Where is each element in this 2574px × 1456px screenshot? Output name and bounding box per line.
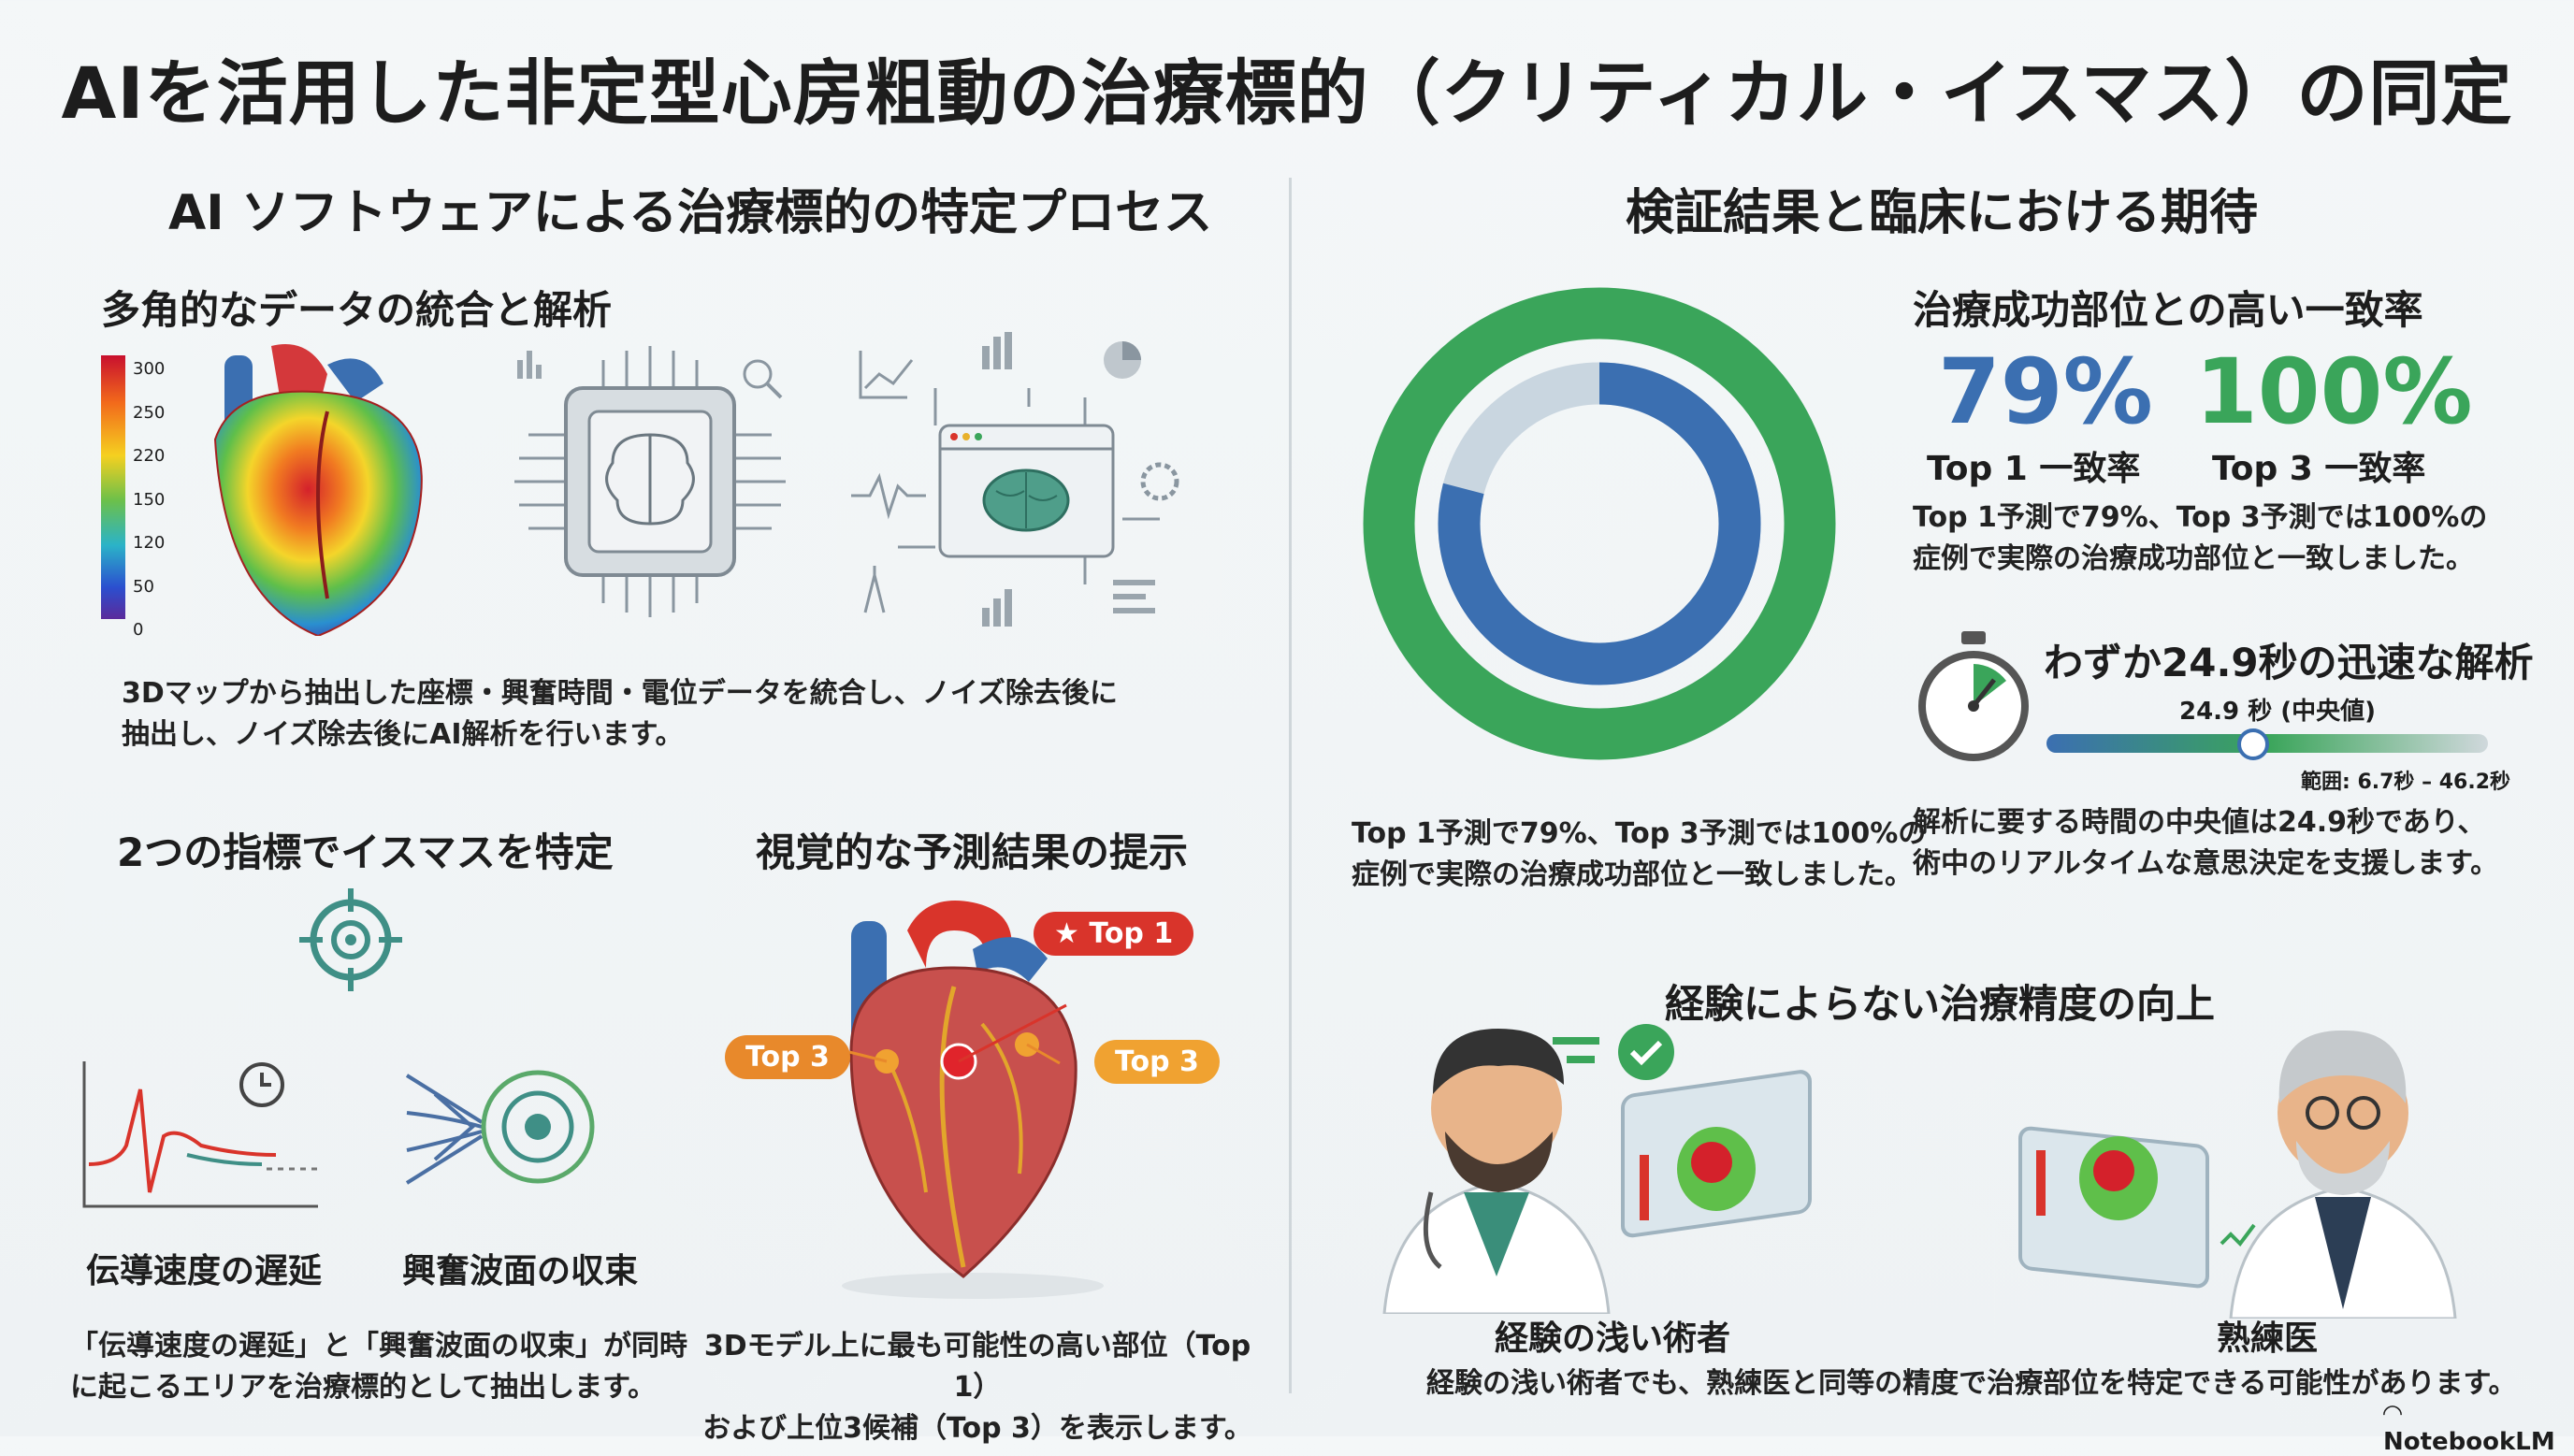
indicators-text: 「伝導速度の遅延」と「興奮波面の収束」が同時 に起こるエリアを治療標的として抽出… bbox=[70, 1330, 687, 1404]
median-label: 24.9 秒 (中央値) bbox=[2179, 698, 2377, 726]
color-scale-ticks: 300 250 220 150 120 50 0 bbox=[133, 359, 166, 640]
prediction-text: 3Dモデル上に最も可能性の高い部位（Top 1） および上位3候補（Top 3）… bbox=[702, 1330, 1252, 1445]
concordance-text: Top 1予測で79%、Top 3予測では100%の 症例で実際の治療成功部位と… bbox=[1913, 501, 2488, 575]
wavefront-convergence-icon bbox=[405, 1070, 595, 1185]
donut-top3-ring bbox=[1363, 287, 1836, 760]
heatmap-heart-illustration bbox=[213, 344, 423, 636]
top3-rate-label: Top 3 一致率 bbox=[2212, 450, 2426, 488]
wavefront-convergence-label: 興奮波面の収束 bbox=[402, 1252, 639, 1290]
integration-text: 3Dマップから抽出した座標・興奮時間・電位データを統合し、ノイズ除去後に 抽出し… bbox=[122, 677, 1118, 751]
integration-heading: 多角的なデータの統合と解析 bbox=[101, 287, 613, 333]
novice-doctor-illustration bbox=[1382, 1024, 1812, 1314]
conduction-delay-icon bbox=[82, 1061, 318, 1208]
concordance-heading: 治療成功部位との高い一致率 bbox=[1913, 287, 2423, 333]
concordance-donut-chart bbox=[1363, 287, 1836, 760]
precision-heading: 経験によらない治療精度の向上 bbox=[1665, 981, 2216, 1027]
top1-tag: ★ Top 1 bbox=[1034, 912, 1194, 956]
median-marker bbox=[2237, 728, 2270, 760]
analysis-dashboard-illustration bbox=[851, 332, 1179, 627]
novice-label: 経験の浅い術者 bbox=[1495, 1319, 1731, 1358]
conduction-delay-label: 伝導速度の遅延 bbox=[86, 1252, 323, 1290]
left-section-heading: AI ソフトウェアによる治療標的の特定プロセス bbox=[168, 185, 1213, 241]
donut-caption: Top 1予測で79%、Top 3予測では100%の 症例で実際の治療成功部位と… bbox=[1352, 817, 1927, 891]
right-section-heading: 検証結果と臨床における期待 bbox=[1626, 185, 2259, 241]
precision-text: 経験の浅い術者でも、熟練医と同等の精度で治療部位を特定できる可能性があります。 bbox=[1426, 1367, 2517, 1400]
section-divider bbox=[1289, 178, 1292, 1393]
range-label: 範囲: 6.7秒 – 46.2秒 bbox=[2301, 771, 2511, 794]
expert-label: 熟練医 bbox=[2217, 1319, 2319, 1358]
speed-heading: わずか24.9秒の迅速な解析 bbox=[2044, 640, 2534, 685]
donut-top1-arc bbox=[1438, 362, 1761, 685]
top1-rate-value: 79% bbox=[1938, 339, 2153, 444]
top1-rate-label: Top 1 一致率 bbox=[1927, 450, 2141, 488]
target-icon bbox=[299, 888, 402, 991]
page-title: AIを活用した非定型心房粗動の治療標的（クリティカル・イスマス）の同定 bbox=[61, 51, 2513, 135]
stopwatch-icon bbox=[1918, 631, 2029, 761]
top3-tag-left: Top 3 bbox=[725, 1035, 850, 1079]
color-scale bbox=[101, 355, 125, 619]
top3-rate-value: 100% bbox=[2195, 339, 2473, 444]
indicators-heading: 2つの指標でイスマスを特定 bbox=[117, 829, 614, 875]
anatomical-heart-illustration bbox=[842, 901, 1104, 1299]
prediction-heading: 視覚的な予測結果の提示 bbox=[756, 829, 1189, 875]
expert-doctor-illustration bbox=[2018, 1030, 2457, 1319]
speed-text: 解析に要する時間の中央値は24.9秒であり、 術中のリアルタイムな意思決定を支援… bbox=[1913, 806, 2499, 880]
top3-tag-right: Top 3 bbox=[1094, 1040, 1220, 1084]
notebooklm-logo-icon: ◠ bbox=[2383, 1400, 2402, 1428]
ai-chip-illustration bbox=[514, 346, 786, 617]
notebooklm-brand: ◠ NotebookLM bbox=[2383, 1400, 2555, 1456]
